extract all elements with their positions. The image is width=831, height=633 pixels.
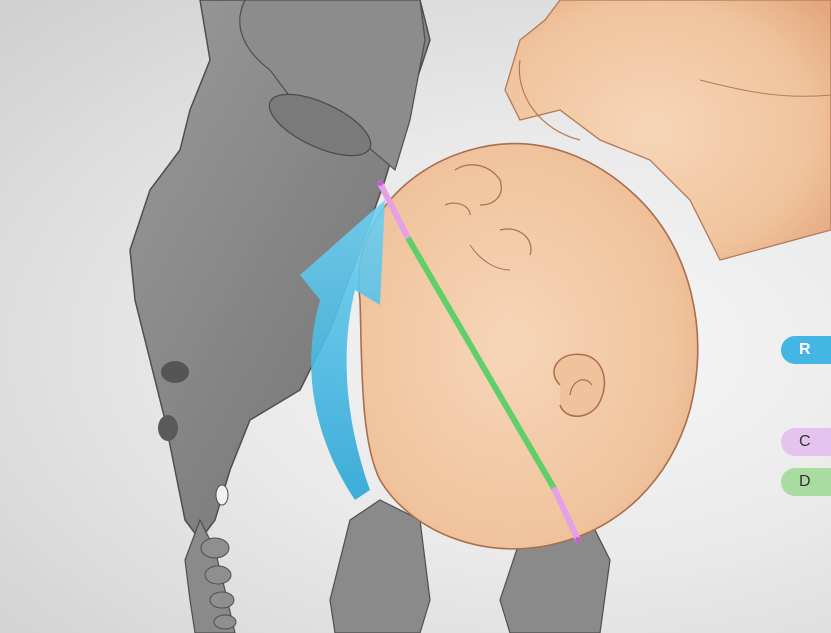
label-tag-pink: C <box>781 428 831 456</box>
label-tag-blue: R <box>781 336 831 364</box>
baby-head <box>359 144 698 549</box>
label-tag-green: D <box>781 468 831 496</box>
